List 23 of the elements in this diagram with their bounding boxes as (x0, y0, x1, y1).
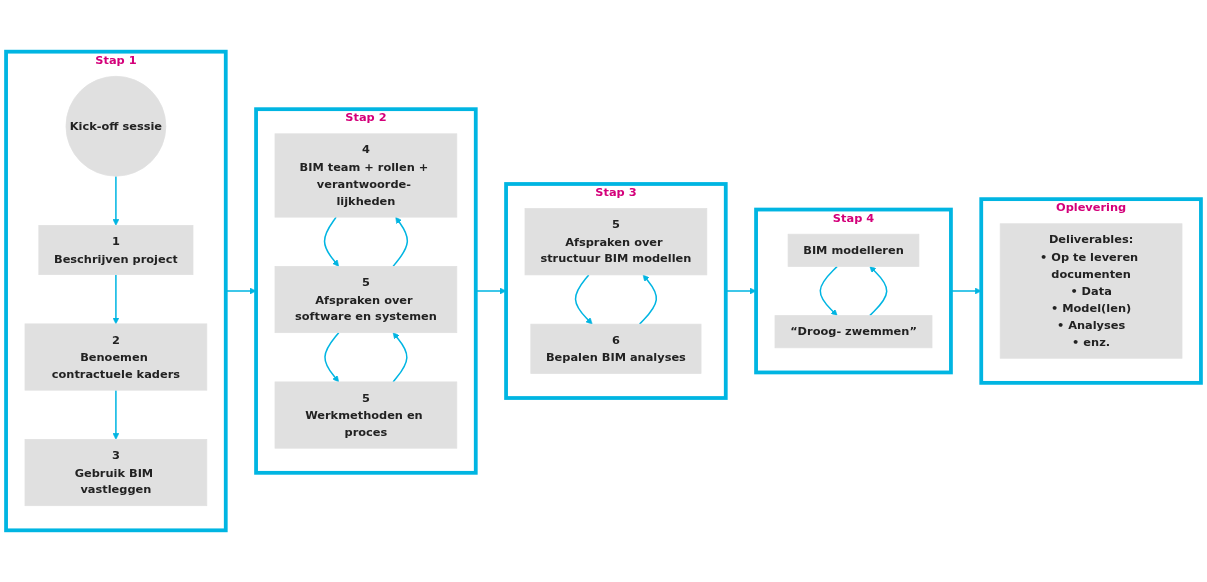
arrow (574, 274, 593, 325)
node-box: 3 Gebruik BIM vastleggen (24, 439, 208, 507)
node-box: 5 Werkmethoden en proces (274, 381, 458, 449)
node-box: 1 Beschrijven project (38, 225, 194, 275)
node-box: BIM modelleren (787, 233, 920, 267)
arrow (112, 389, 120, 440)
arrow (819, 265, 838, 316)
arrow (112, 273, 120, 325)
node-box: “Droog- zwemmen” (774, 315, 933, 349)
node-box: Deliverables: • Op te leveren documenten • Data • Model(len) • Analyses • enz. (999, 223, 1183, 359)
node-box: 2 Benoemen contractuele kaders (24, 323, 208, 391)
node-box: 4 BIM team + rollen + verantwoorde- lijkheden (274, 133, 458, 218)
arrow (869, 266, 888, 317)
arrow (638, 274, 658, 325)
node-box: 5 Afspraken over structuur BIM modellen (524, 208, 708, 276)
arrow (324, 331, 340, 383)
node-box: 5 Afspraken over software en systemen (274, 266, 458, 334)
node-box: 6 Bepalen BIM analyses (530, 323, 702, 374)
arrow (323, 216, 340, 267)
arrow (392, 216, 409, 268)
node-circle: Kick-off sessie (65, 75, 167, 177)
arrow (392, 332, 408, 383)
arrow (112, 175, 120, 226)
